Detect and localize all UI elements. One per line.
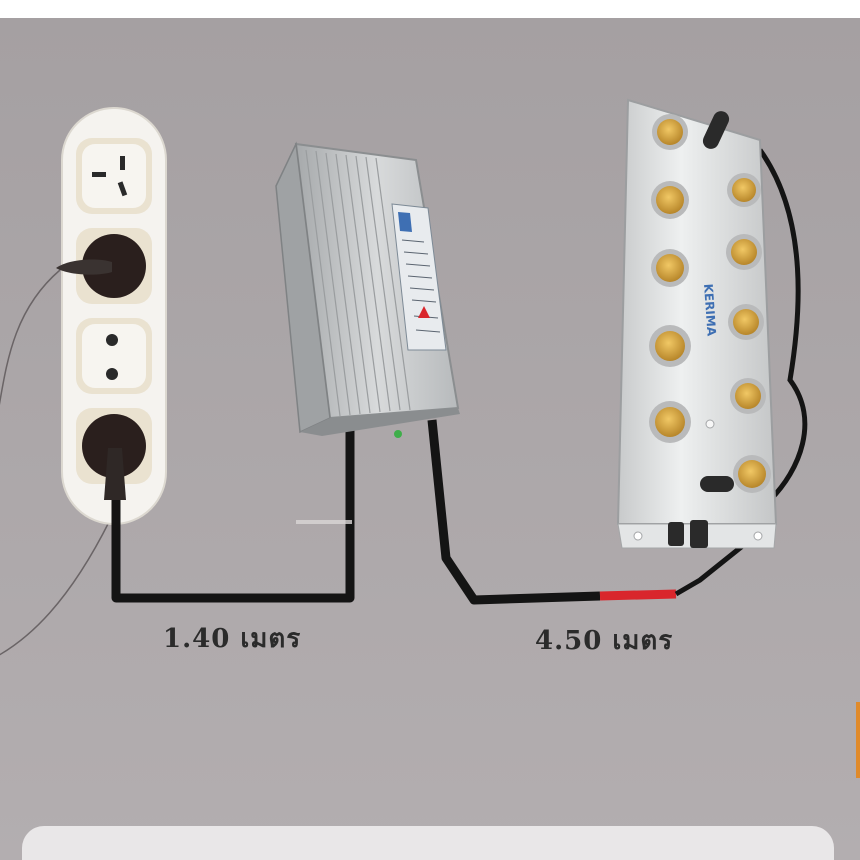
transducer-discs — [649, 114, 771, 493]
bottom-panel — [22, 826, 834, 860]
red-wire — [599, 589, 677, 601]
cable-2 — [427, 419, 601, 605]
power-led — [394, 430, 402, 438]
power-strip — [56, 107, 167, 525]
brand-mark: KERIMA — [701, 283, 719, 337]
mist-maker: KERIMA — [616, 98, 808, 549]
thin-wire-bottom — [0, 519, 111, 656]
cable-1-length-label: 1.40 เมตร — [163, 624, 302, 654]
thin-wire-top — [0, 269, 61, 406]
transformer — [275, 141, 460, 438]
side-accent-tab — [856, 702, 860, 778]
cable-1 — [111, 420, 355, 603]
cable-2-end — [674, 538, 752, 597]
cable-2-length-label: 4.50 เมตร — [535, 626, 674, 656]
top-margin — [0, 0, 860, 18]
